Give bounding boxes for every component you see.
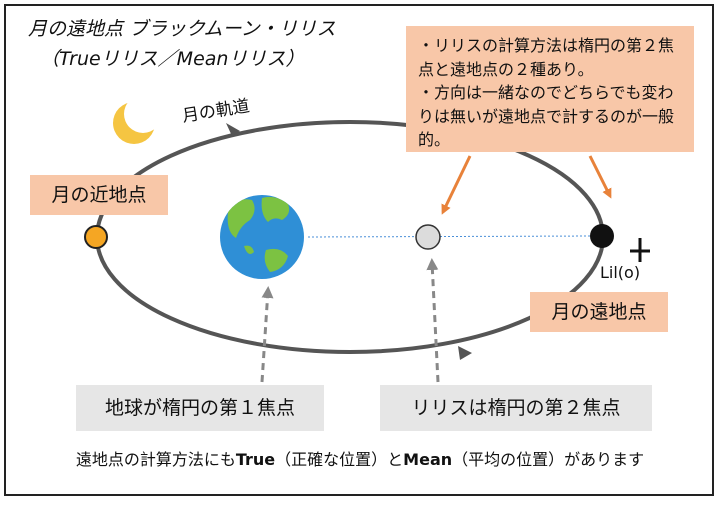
footer-true: True: [235, 450, 276, 469]
orbit-arrow-top: [226, 123, 240, 136]
perigee-dot: [84, 225, 108, 249]
apogee-label: 月の遠地点: [530, 292, 668, 332]
orbit-arrow-bottom: [458, 346, 472, 360]
diagram-frame: [4, 4, 714, 496]
perigee-label: 月の近地点: [30, 175, 168, 215]
title-line-2: （Trueリリス／Meanリリス）: [40, 48, 305, 70]
footer-text-3: （平均の位置）があります: [452, 450, 645, 469]
footer-caption: 遠地点の計算方法にもTrue（正確な位置）とMean（平均の位置）があります: [0, 446, 720, 470]
footer-mean: Mean: [403, 450, 453, 469]
note-arrow-to-apogee: [588, 155, 612, 199]
lilith-symbol-label: Lil(o): [600, 263, 641, 282]
earth-focus-label: 地球が楕円の第１焦点: [76, 385, 324, 431]
notes-callout: ・リリスの計算方法は楕円の第２焦点と遠地点の２種あり。 ・方向は一緒なのでどちら…: [406, 26, 694, 152]
lilith-focus-arrow: [426, 258, 440, 383]
footer-text-2: （正確な位置）と: [275, 450, 404, 469]
black-moon-lilith-symbol: [625, 212, 656, 262]
crescent-moon-icon: [113, 95, 162, 144]
note-arrow-to-focus: [441, 155, 472, 215]
earth-focus-arrow: [260, 286, 274, 383]
second-focus-dot: [415, 224, 441, 250]
title-line-1: 月の遠地点 ブラックムーン・リリス: [28, 18, 336, 40]
lilith-focus-label: リリスは楕円の第２焦点: [380, 385, 652, 431]
note-item: ・方向は一緒なのでどちらでも変わりは無いが遠地点で計するのが一般的。: [418, 83, 675, 149]
apsidal-line: [307, 235, 593, 238]
earth-globe-icon: [220, 195, 304, 279]
note-item: ・リリスの計算方法は楕円の第２焦点と遠地点の２種あり。: [418, 36, 675, 79]
apogee-dot: [590, 224, 614, 248]
footer-text-1: 遠地点の計算方法にも: [75, 450, 236, 469]
